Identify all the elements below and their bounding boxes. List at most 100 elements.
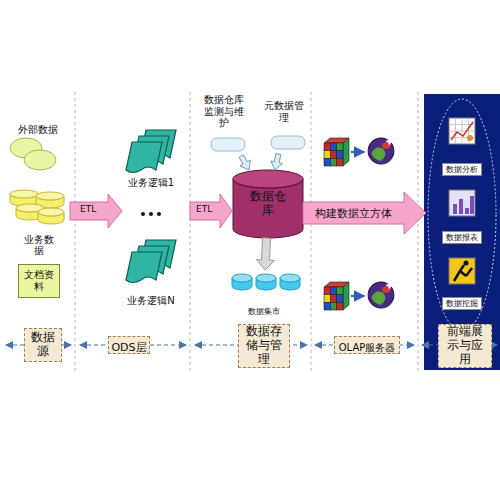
data-cylinder-top — [10, 190, 38, 198]
node-text-box: 前端展示与应用 — [444, 325, 486, 367]
node-text: 数据源 — [28, 331, 58, 359]
arrow-label: ETL — [80, 205, 96, 214]
node-text-box: 数据源 — [28, 331, 58, 359]
layer-tag: 数据存储与管理 — [238, 324, 290, 368]
data-cylinder-top — [38, 208, 64, 216]
icon-head — [464, 261, 469, 266]
warehouse-body-top — [233, 170, 303, 188]
analysis-icon: 数据分析 — [426, 116, 498, 176]
separator-line — [190, 92, 191, 372]
icon-frame — [449, 258, 475, 284]
separator-line — [418, 92, 419, 372]
node-text-box: 业务逻辑N — [116, 289, 186, 308]
layer-tag: 数据源 — [24, 328, 62, 362]
node-text: 元数据管理 — [262, 100, 306, 123]
node-text-box: 文档资料 — [21, 269, 57, 294]
node-text: 业务逻辑N — [127, 295, 174, 307]
flow-arrow — [239, 155, 250, 170]
edge-label: 构建数据立方体 — [315, 208, 392, 219]
icon-figure — [467, 135, 473, 141]
flow-arrow — [257, 238, 275, 270]
globe-icon — [368, 138, 394, 164]
icon-bar — [453, 204, 457, 214]
frontend-panel — [424, 94, 500, 370]
source-group: 外部数据 — [6, 118, 70, 176]
icon-grid — [449, 131, 475, 132]
node-text-box: 数据挖掘 — [432, 291, 492, 310]
icon-frame — [449, 118, 475, 144]
cube-icon — [324, 138, 349, 166]
cube-arrow — [351, 151, 364, 153]
warehouse-cylinder: 数据仓库 — [233, 170, 303, 238]
monitor-tube: 数据仓库监测与维护 — [198, 94, 250, 156]
mart-cylinder-top — [256, 274, 276, 282]
separator-line — [311, 92, 312, 372]
node-text-box: 数据仓库监测与维护 — [202, 94, 246, 130]
ellipsis-dots — [141, 212, 161, 216]
node-text-box: 数据仓库 — [248, 190, 288, 218]
mining-icon: 数据挖掘 — [426, 256, 498, 310]
node-text: 数据存储与管理 — [244, 325, 284, 366]
node-text: 数据分析 — [442, 163, 482, 176]
flow-arrow — [303, 192, 426, 234]
node-text: 业务逻辑1 — [128, 177, 174, 189]
node-text: OLAP服务器 — [339, 342, 396, 354]
node-text: 前端展示与应用 — [444, 325, 486, 366]
data-cylinder-top — [36, 192, 64, 200]
datamart-cylinders: 数据集市 — [222, 270, 306, 318]
source-ellipse — [24, 150, 56, 170]
logic-page — [126, 252, 162, 283]
icon-bar — [470, 196, 474, 214]
icon-frame — [449, 190, 475, 216]
flow-arrow — [271, 153, 283, 170]
node-text: 数据仓库 — [248, 190, 288, 218]
icon-trend — [451, 122, 473, 140]
panel-ellipse — [428, 99, 496, 331]
mart-cylinder-top — [280, 274, 300, 282]
node-text-box: 数据集市 — [222, 299, 306, 318]
globe-icon — [368, 282, 394, 308]
node-text-box: 业务逻辑1 — [116, 171, 186, 190]
cube-arrow — [351, 295, 364, 297]
node-text-box: OLAP服务器 — [335, 336, 399, 355]
separator-line — [75, 92, 76, 372]
cube-icon — [324, 282, 349, 310]
node-text: 外部数据 — [18, 124, 58, 136]
node-text: 数据仓库监测与维护 — [202, 94, 246, 129]
icon-bar — [459, 199, 463, 214]
etl-arrow — [190, 194, 232, 228]
node-text: 数据报表 — [442, 231, 482, 244]
node-text: ODS层 — [111, 342, 146, 355]
node-text-box: 元数据管理 — [262, 100, 306, 125]
node-text-box: 业务数据 — [22, 234, 56, 259]
pipe-shape — [211, 138, 245, 151]
node-text-box: ODS层 — [108, 336, 150, 355]
node-text: 文档资料 — [21, 269, 57, 292]
mart-cylinder-top — [232, 274, 252, 282]
logic-page — [126, 142, 162, 173]
source-cylinders: 业务数据 — [8, 188, 70, 258]
node-text: 数据集市 — [248, 307, 280, 316]
metadata-tube: 元数据管理 — [258, 100, 310, 154]
dot — [149, 212, 153, 216]
dot — [157, 212, 161, 216]
logic-pages: 业务逻辑N — [116, 236, 186, 308]
arrow-label: ETL — [196, 205, 212, 214]
report-icon: 数据报表 — [426, 188, 498, 244]
node-text: 数据挖掘 — [442, 297, 482, 310]
document-box: 文档资料 — [18, 264, 60, 298]
logic-pages: 业务逻辑1 — [116, 126, 186, 190]
node-text: 业务数据 — [22, 234, 56, 257]
dot — [141, 212, 145, 216]
icon-bar — [465, 208, 469, 214]
layer-tag: OLAP服务器 — [334, 336, 400, 354]
node-text-box: 数据分析 — [432, 157, 492, 176]
layer-tag: 前端展示与应用 — [438, 324, 492, 368]
node-text-box: 外部数据 — [6, 118, 70, 137]
node-text-box: 数据存储与管理 — [244, 325, 284, 367]
pipe-shape — [271, 136, 305, 149]
